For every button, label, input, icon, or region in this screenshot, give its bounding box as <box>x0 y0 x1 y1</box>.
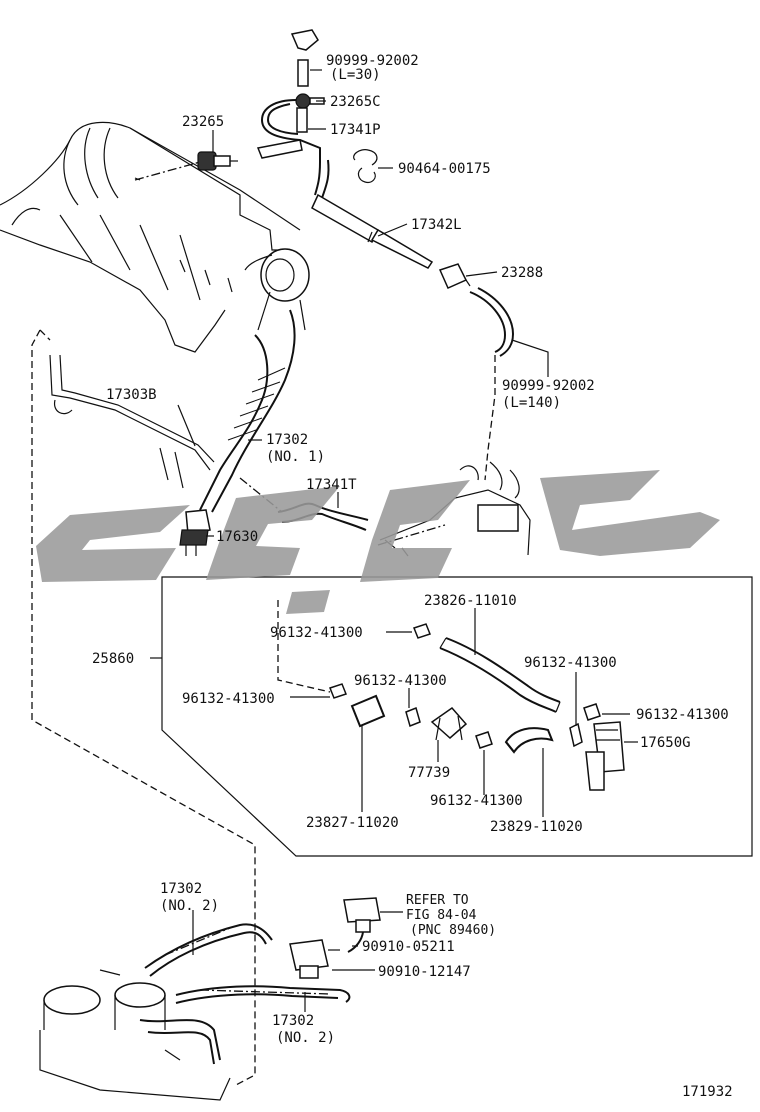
label-17303b: 17303B <box>106 387 157 403</box>
figure-number: 171932 <box>682 1084 733 1100</box>
label-23829-11020: 23829-11020 <box>490 819 583 835</box>
label-17342l: 17342L <box>411 217 462 233</box>
label-96132-41300-e: 96132-41300 <box>636 707 729 723</box>
label-23288: 23288 <box>501 265 543 281</box>
label-17302-no2-a: 17302 <box>160 881 202 897</box>
leader-dash-left <box>31 329 256 1086</box>
label-17302-no2-b-sub: (NO. 2) <box>276 1030 335 1046</box>
leader-lines <box>177 69 638 1012</box>
label-17630: 17630 <box>216 529 258 545</box>
left-hose-assembly <box>49 291 369 556</box>
label-96132-41300-d: 96132-41300 <box>182 691 275 707</box>
leader-dash-left-top <box>39 329 51 341</box>
label-refer-fig: FIG 84-04 <box>406 908 477 923</box>
kit-25860-box <box>150 576 753 857</box>
part-labels: 90999-92002 (L=30) 23265C 23265 17341P 9… <box>92 53 733 1100</box>
lower-assembly <box>39 897 381 1101</box>
label-96132-41300-b: 96132-41300 <box>524 655 617 671</box>
upper-pipe-run <box>256 29 515 357</box>
label-17341t: 17341T <box>306 477 357 493</box>
leader-dash-2 <box>277 600 331 693</box>
label-refer-pnc: (PNC 89460) <box>410 923 496 938</box>
intake-manifold-drawing <box>0 121 310 353</box>
watermark-logo <box>36 470 720 614</box>
label-90999-92002-a-length: (L=30) <box>330 67 381 83</box>
label-17341p: 17341P <box>330 122 381 138</box>
label-refer-to: REFER TO <box>406 893 469 908</box>
label-17650g: 17650G <box>640 735 691 751</box>
label-23827-11020: 23827-11020 <box>306 815 399 831</box>
label-17302-no2-b: 17302 <box>272 1013 314 1029</box>
label-96132-41300-f: 96132-41300 <box>430 793 523 809</box>
label-23826-11010: 23826-11010 <box>424 593 517 609</box>
label-90999-92002-b-length: (L=140) <box>502 395 561 411</box>
label-90999-92002-b: 90999-92002 <box>502 378 595 394</box>
leader-dash-1 <box>484 355 496 481</box>
label-96132-41300-c: 96132-41300 <box>354 673 447 689</box>
vsv-23265 <box>134 151 238 181</box>
label-90999-92002-a: 90999-92002 <box>326 53 419 69</box>
label-90464-00175: 90464-00175 <box>398 161 491 177</box>
label-23265: 23265 <box>182 114 224 130</box>
label-77739: 77739 <box>408 765 450 781</box>
label-96132-41300-a: 96132-41300 <box>270 625 363 641</box>
label-17302-no1: 17302 <box>266 432 308 448</box>
label-23265c: 23265C <box>330 94 381 110</box>
label-90910-05211: 90910-05211 <box>362 939 455 955</box>
label-90910-12147: 90910-12147 <box>378 964 471 980</box>
label-25860: 25860 <box>92 651 134 667</box>
label-17302-no2-a-sub: (NO. 2) <box>160 898 219 914</box>
label-17302-no1-sub: (NO. 1) <box>266 449 325 465</box>
